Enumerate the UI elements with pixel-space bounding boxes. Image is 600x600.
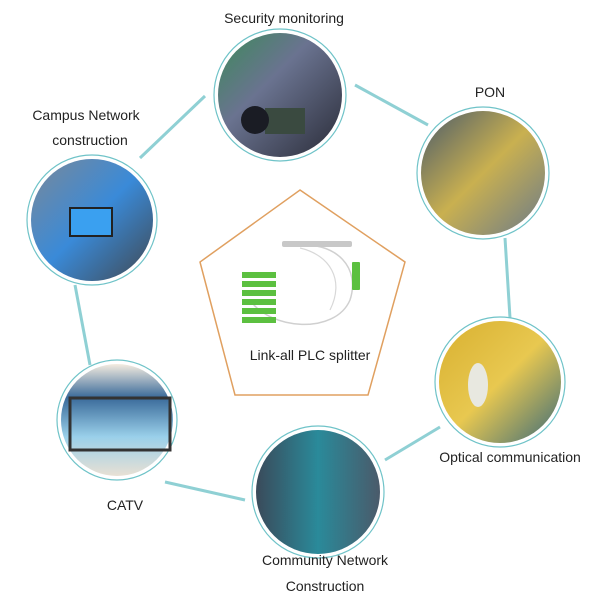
node-security-image [213,28,347,162]
label-catv: CATV [106,497,144,513]
label-community-2: Construction [285,578,365,594]
connector-security-pon [354,83,429,127]
connector-pon-optical [503,237,512,319]
connectors [73,83,512,502]
connector-catv-campus [73,284,92,366]
connector-campus-security [138,94,207,160]
connector-community-catv [164,480,246,502]
label-campus-2: construction [52,132,128,148]
label-pon: PON [474,84,506,100]
splitter-image [242,241,360,326]
label-community-1: Community Network [261,552,389,568]
node-campus-image [26,154,158,286]
label-center: Link-all PLC splitter [249,347,371,363]
center-pentagon [199,189,406,396]
connector-optical-community [384,425,441,462]
node-catv-image [56,359,178,481]
node-community-image [251,425,385,559]
label-security: Security monitoring [224,10,344,26]
label-campus-1: Campus Network [32,107,140,123]
node-optical-image [434,316,566,448]
node-pon-image [416,106,550,240]
label-optical: Optical communication [439,449,581,465]
